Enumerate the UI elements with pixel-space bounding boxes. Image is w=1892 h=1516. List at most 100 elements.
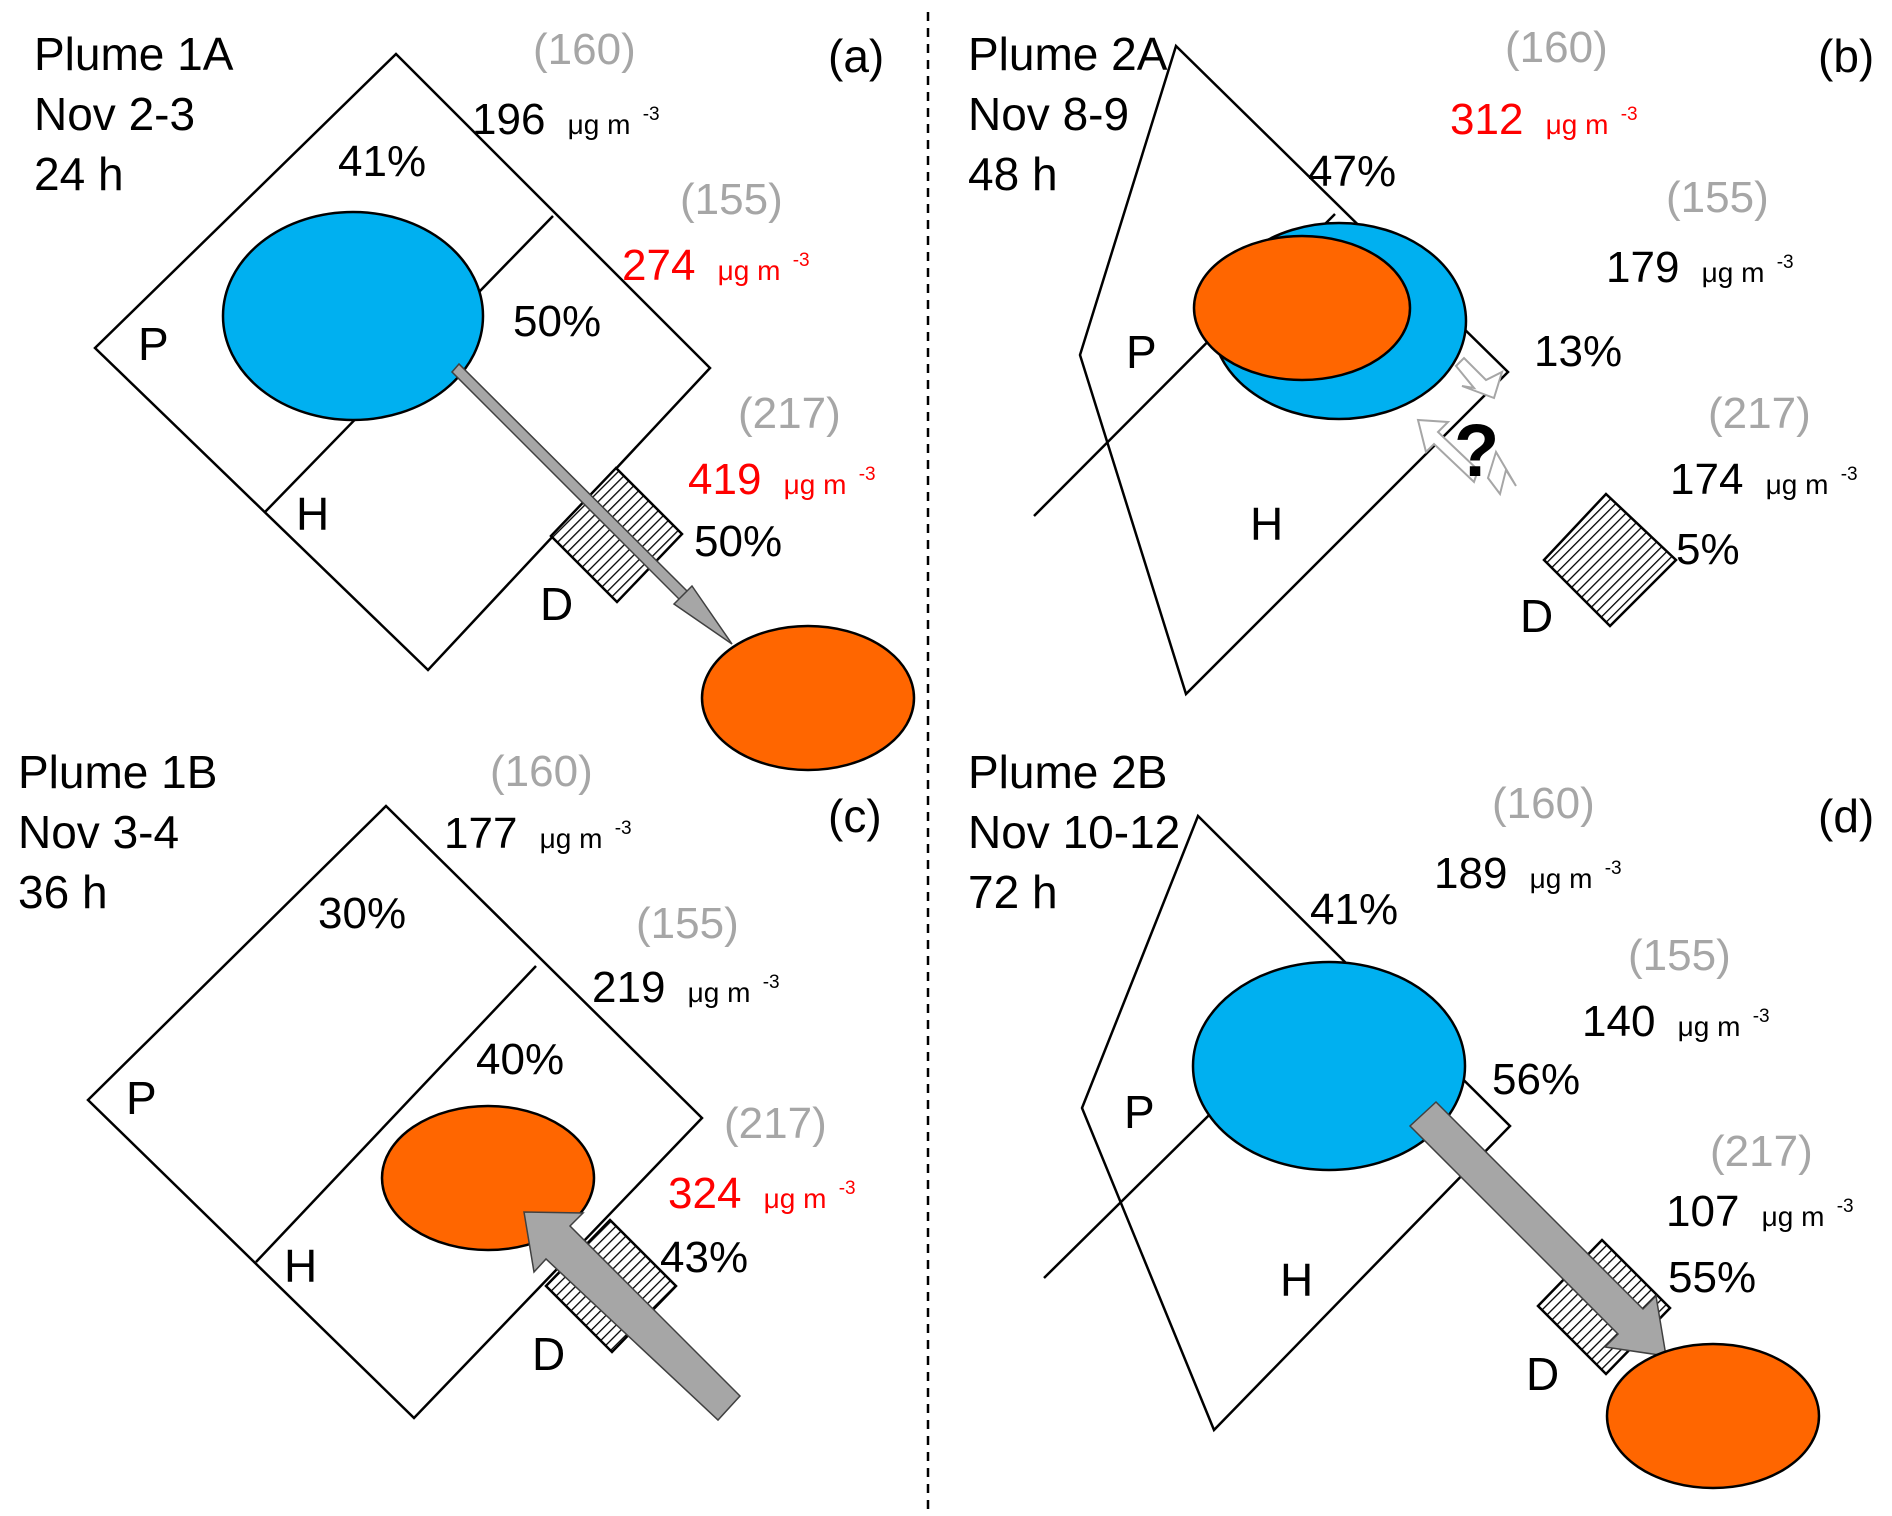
hollow-arrow-down — [1486, 449, 1517, 497]
unit: μg m — [718, 255, 781, 286]
d-label: D — [1520, 590, 1553, 642]
plume-duration: 72 h — [968, 866, 1058, 918]
divider-p-h — [255, 965, 537, 1263]
d-reference: (217) — [738, 389, 841, 438]
blue-ellipse — [221, 210, 485, 422]
p-label: P — [126, 1072, 157, 1124]
unit: μg m — [1766, 469, 1829, 500]
flow-arrow — [523, 1211, 742, 1422]
p-concentration: 189 μg m -3 — [1434, 849, 1622, 898]
value: 107 — [1666, 1187, 1739, 1236]
d-percent: 50% — [694, 517, 782, 566]
panel-tag: (b) — [1818, 30, 1874, 82]
d-label: D — [1526, 1348, 1559, 1400]
p-reference: (160) — [1505, 23, 1608, 72]
d-percent: 55% — [1668, 1253, 1756, 1302]
p-label: P — [1126, 326, 1157, 378]
h-label: H — [1250, 498, 1283, 550]
question-mark: ? — [1454, 409, 1499, 492]
d-concentration: 107 μg m -3 — [1666, 1187, 1854, 1236]
h-label: H — [284, 1240, 317, 1292]
value: 419 — [688, 455, 761, 504]
d-percent: 43% — [660, 1233, 748, 1282]
value: 324 — [668, 1169, 741, 1218]
p-label: P — [1124, 1086, 1155, 1138]
h-label: H — [1280, 1254, 1313, 1306]
d-label: D — [540, 578, 573, 630]
p-concentration: 196 μg m -3 — [472, 95, 660, 144]
plume-name: Plume 1A — [34, 28, 234, 80]
unit-exp: -3 — [763, 972, 780, 993]
panel-tag: (c) — [828, 790, 882, 842]
diamond — [86, 804, 704, 1420]
p-percent: 47% — [1308, 147, 1396, 196]
unit: μg m — [784, 469, 847, 500]
orange-ellipse — [1605, 1342, 1821, 1490]
hollow-arrow-up — [1454, 356, 1504, 400]
unit-exp: -3 — [1841, 464, 1858, 485]
p-concentration: 177 μg m -3 — [444, 809, 632, 858]
value: 196 — [472, 95, 545, 144]
h-concentration: 219 μg m -3 — [592, 963, 780, 1012]
plume-duration: 24 h — [34, 148, 124, 200]
h-concentration: 274 μg m -3 — [622, 241, 810, 290]
p-percent: 41% — [338, 137, 426, 186]
unit-exp: -3 — [839, 1178, 856, 1199]
panel-tag: (d) — [1818, 790, 1874, 842]
unit: μg m — [1678, 1011, 1741, 1042]
h-percent: 40% — [476, 1035, 564, 1084]
p-concentration: 312 μg m -3 — [1450, 95, 1638, 144]
unit-exp: -3 — [615, 818, 632, 839]
value: 219 — [592, 963, 665, 1012]
hollow-arrow-left — [1416, 418, 1480, 484]
unit-exp: -3 — [1837, 1196, 1854, 1217]
d-label: D — [532, 1328, 565, 1380]
d-concentration: 174 μg m -3 — [1670, 455, 1858, 504]
h-percent: 50% — [513, 297, 601, 346]
h-percent: 56% — [1492, 1055, 1580, 1104]
panel-c: Plume 1B Nov 3-4 36 h (c) P H D 30% 40% … — [18, 746, 882, 1422]
plume-date: Nov 3-4 — [18, 806, 179, 858]
h-concentration: 179 μg m -3 — [1606, 243, 1794, 292]
unit: μg m — [764, 1183, 827, 1214]
value: 174 — [1670, 455, 1743, 504]
plume-name: Plume 1B — [18, 746, 217, 798]
unit-exp: -3 — [1621, 104, 1638, 125]
d-reference: (217) — [1708, 389, 1811, 438]
plume-duration: 48 h — [968, 148, 1058, 200]
h-label: H — [296, 488, 329, 540]
unit-exp: -3 — [643, 104, 660, 125]
value: 179 — [1606, 243, 1679, 292]
panel-tag: (a) — [828, 30, 884, 82]
unit-exp: -3 — [1777, 252, 1794, 273]
plume-date: Nov 10-12 — [968, 806, 1180, 858]
value: 189 — [1434, 849, 1507, 898]
plume-duration: 36 h — [18, 866, 108, 918]
unit-exp: -3 — [1753, 1006, 1770, 1027]
h-concentration: 140 μg m -3 — [1582, 997, 1770, 1046]
p-percent: 41% — [1310, 885, 1398, 934]
orange-ellipse — [1192, 234, 1412, 382]
h-reference: (155) — [1666, 173, 1769, 222]
panel-b: ? Plume 2A Nov 8-9 48 h (b) P H D 47% 13… — [968, 23, 1874, 697]
blue-ellipse — [1191, 960, 1467, 1172]
d-percent: 5% — [1676, 525, 1740, 574]
flow-arrow — [450, 362, 733, 645]
unit: μg m — [568, 109, 631, 140]
d-reference: (217) — [724, 1099, 827, 1148]
d-concentration: 419 μg m -3 — [688, 455, 876, 504]
unit: μg m — [540, 823, 603, 854]
p-label: P — [138, 318, 169, 370]
flow-arrow — [1408, 1100, 1667, 1357]
panel-a: Plume 1A Nov 2-3 24 h (a) P H D 41% 50% … — [34, 25, 916, 772]
d-concentration: 324 μg m -3 — [668, 1169, 856, 1218]
panel-d: Plume 2B Nov 10-12 72 h (d) P H D 41% 56… — [968, 746, 1874, 1490]
h-reference: (155) — [1628, 931, 1731, 980]
plume-date: Nov 8-9 — [968, 88, 1129, 140]
p-reference: (160) — [490, 747, 593, 796]
value: 177 — [444, 809, 517, 858]
uncertain-flow-arrows — [1416, 356, 1517, 497]
p-percent: 30% — [318, 889, 406, 938]
unit: μg m — [1530, 863, 1593, 894]
h-reference: (155) — [680, 175, 783, 224]
